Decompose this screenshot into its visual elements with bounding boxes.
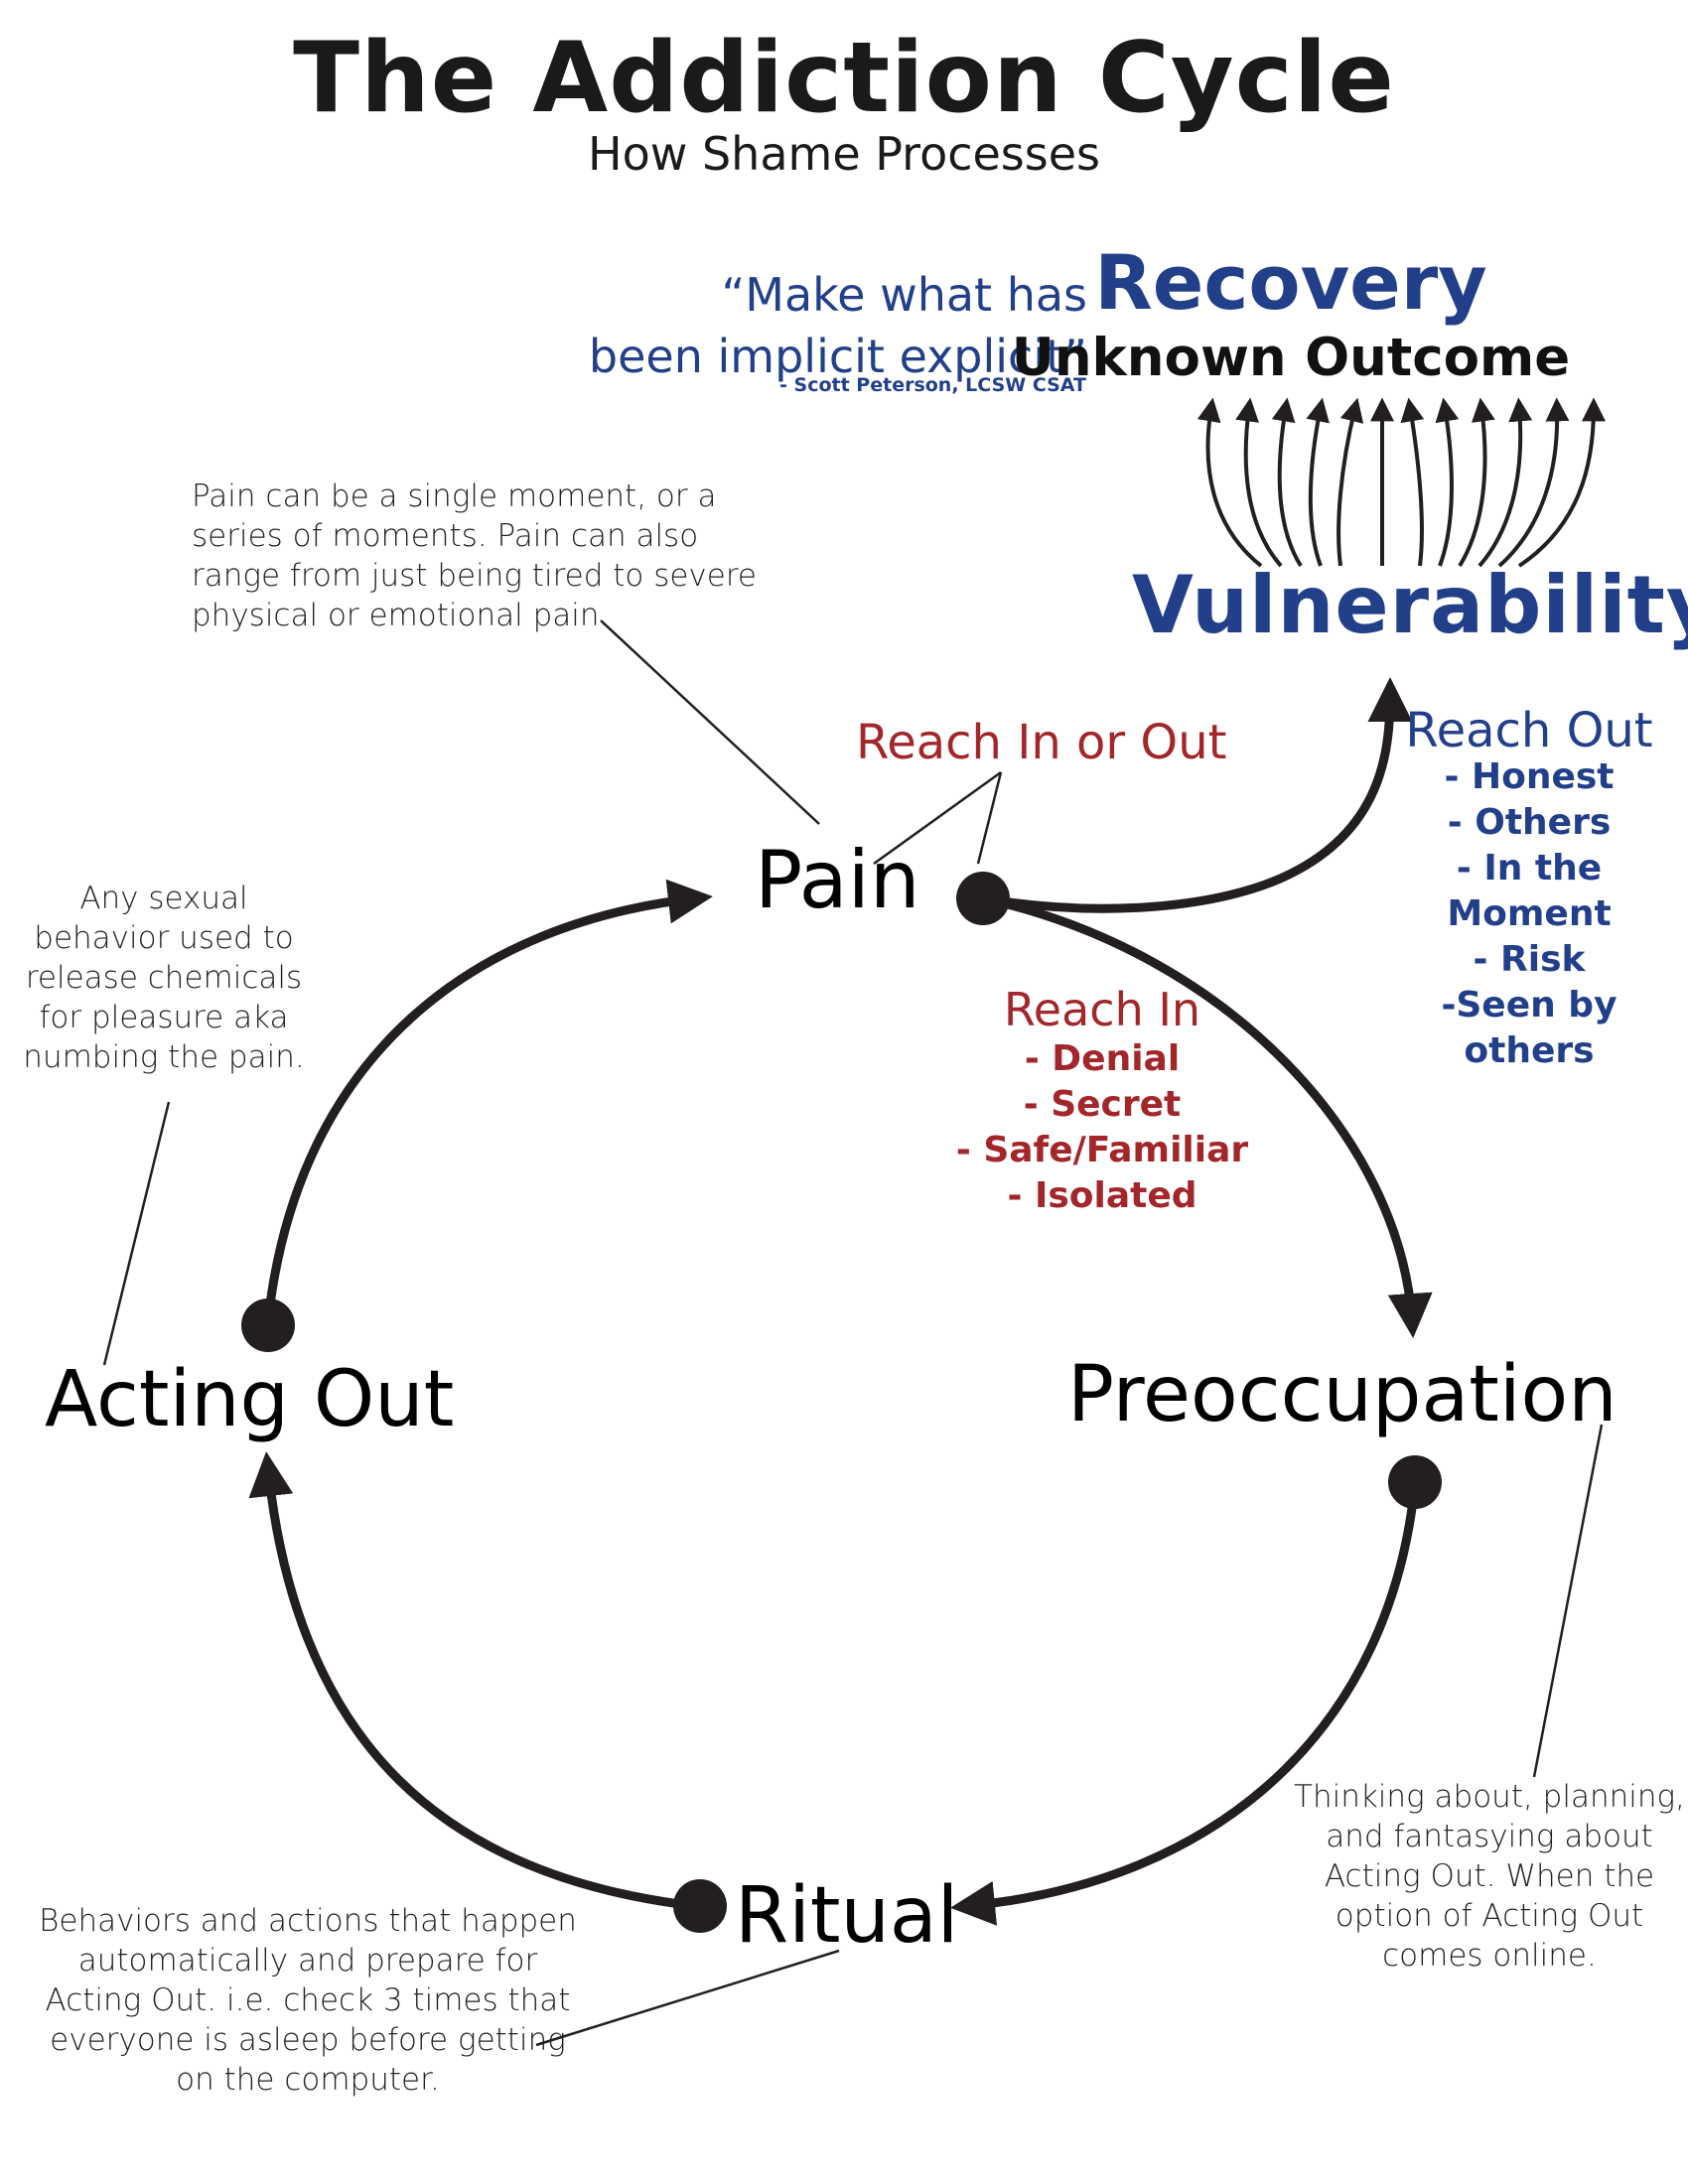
leader-reach-io-right bbox=[976, 771, 1003, 865]
leader-preocc-note bbox=[1532, 1424, 1604, 1778]
reach-in-item: - Safe/Familiar bbox=[955, 1130, 1249, 1170]
preoccupation-dot bbox=[1388, 1455, 1442, 1509]
quote-line-1: “Make what has bbox=[721, 268, 1087, 322]
reach-in-item: - Isolated bbox=[1007, 1175, 1197, 1216]
arc-pain-to-preoccupation bbox=[978, 893, 1433, 1338]
stage-pain: Pain bbox=[755, 834, 920, 926]
page-title: The Addiction Cycle bbox=[293, 22, 1395, 135]
recovery-label: Recovery bbox=[1094, 238, 1487, 327]
note-preoccupation: Thinking about, planning, and fantasying… bbox=[1294, 1779, 1685, 1974]
vulnerability-label: Vulnerability bbox=[1132, 559, 1688, 651]
leader-pain-note bbox=[600, 619, 820, 825]
reach-out-item: - Honest bbox=[1444, 756, 1615, 797]
leader-reach-io-left bbox=[873, 770, 1002, 866]
ritual-dot bbox=[673, 1879, 727, 1933]
reach-in-item: - Denial bbox=[1024, 1038, 1181, 1079]
reach-in-list: - Denial - Secret - Safe/Familiar - Isol… bbox=[933, 1036, 1271, 1219]
reach-out-item: -Seen by others bbox=[1441, 985, 1618, 1071]
leader-acting-note bbox=[102, 1101, 171, 1366]
reach-out-item: - In the Moment bbox=[1447, 848, 1612, 934]
quote-attribution: - Scott Peterson, LCSW CSAT bbox=[779, 374, 1086, 396]
reach-in-heading: Reach In bbox=[1003, 983, 1201, 1036]
leader-ritual-note bbox=[535, 1949, 840, 2047]
reach-out-item: - Others bbox=[1447, 802, 1612, 843]
quote: “Make what has been implicit explicit” bbox=[531, 264, 1087, 387]
unknown-outcome-label: Unknown Outcome bbox=[1011, 328, 1571, 388]
page-subtitle: How Shame Processes bbox=[587, 127, 1101, 181]
arc-pain-to-vulnerability bbox=[978, 677, 1413, 913]
pain-dot bbox=[956, 872, 1010, 925]
arc-preoccupation-to-ritual bbox=[950, 1479, 1420, 1926]
note-pain: Pain can be a single moment, or a series… bbox=[192, 478, 757, 633]
stage-ritual: Ritual bbox=[735, 1871, 959, 1961]
note-acting-out: Any sexual behavior used to release chem… bbox=[23, 881, 305, 1075]
note-ritual: Behaviors and actions that happen automa… bbox=[39, 1903, 577, 2098]
reach-out-item: - Risk bbox=[1473, 939, 1586, 980]
quote-line-2: been implicit explicit” bbox=[588, 330, 1087, 383]
arc-ritual-to-acting-out bbox=[248, 1451, 700, 1911]
stage-acting-out: Acting Out bbox=[45, 1355, 455, 1444]
stage-preoccupation: Preoccupation bbox=[1067, 1350, 1618, 1439]
acting-out-dot bbox=[241, 1298, 295, 1352]
reach-in-item: - Secret bbox=[1023, 1084, 1182, 1125]
reach-in-or-out-label: Reach In or Out bbox=[856, 715, 1227, 770]
reach-out-list: - Honest - Others - In the Moment - Risk… bbox=[1370, 754, 1688, 1074]
reach-out-heading: Reach Out bbox=[1405, 703, 1653, 758]
fan-arrows bbox=[1196, 397, 1606, 568]
arc-acting-out-to-pain bbox=[263, 879, 713, 1325]
